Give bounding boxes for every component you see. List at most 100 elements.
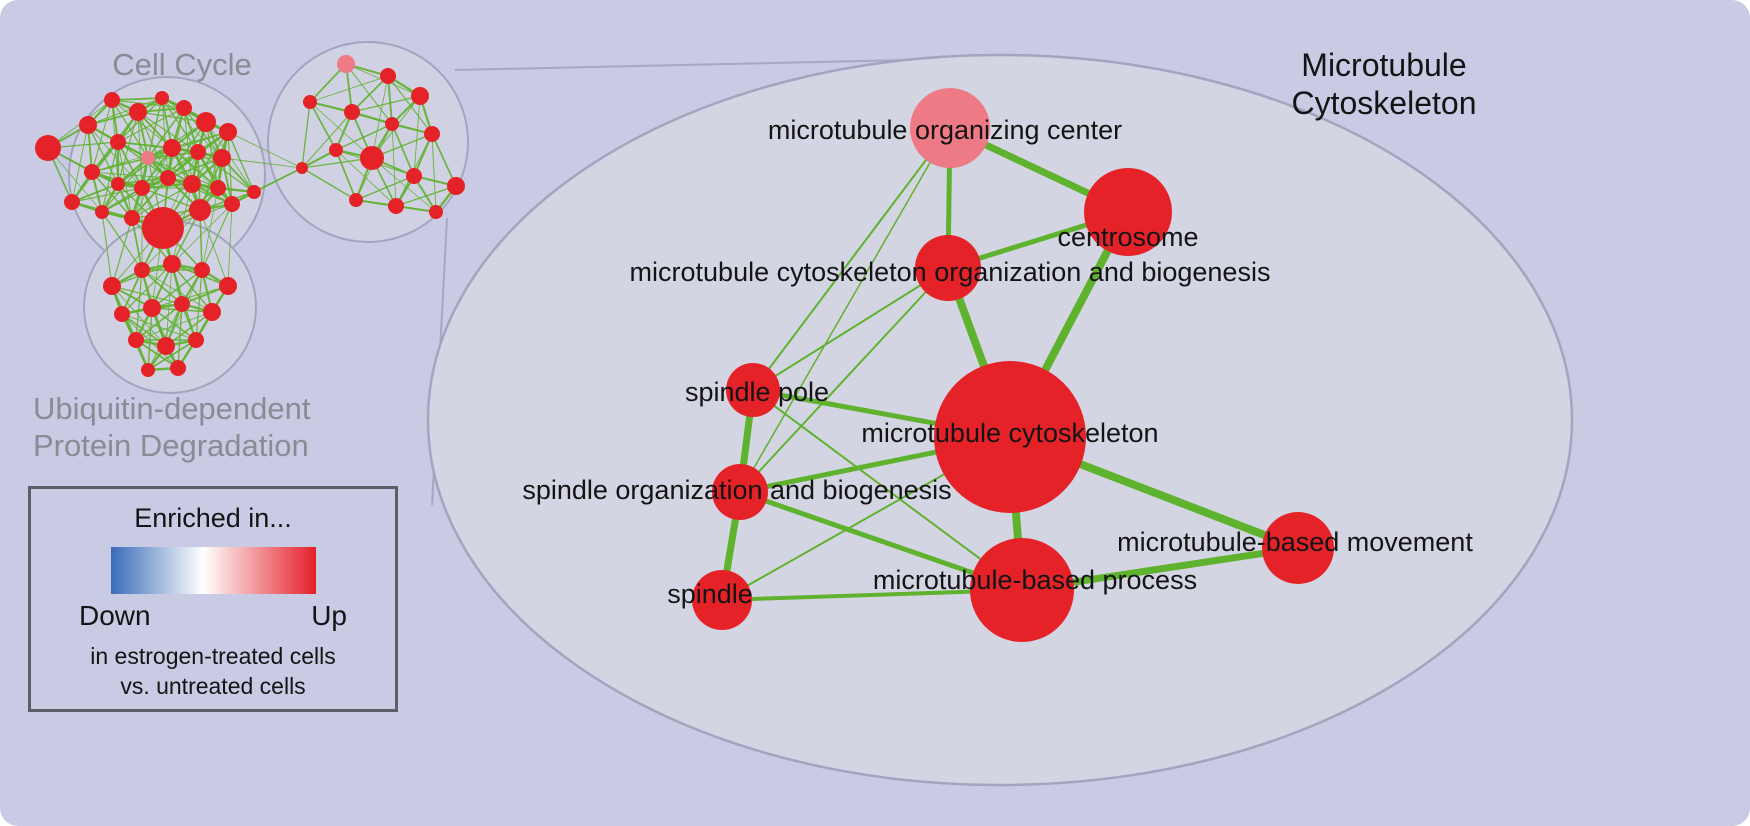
mini-node[interactable] xyxy=(388,198,404,214)
mini-edge xyxy=(111,97,163,101)
mini-node[interactable] xyxy=(104,92,120,108)
mini-node[interactable] xyxy=(174,296,190,312)
mini-node[interactable] xyxy=(176,100,192,116)
mini-edge xyxy=(171,131,229,149)
mini-edge xyxy=(391,123,397,207)
mini-node[interactable] xyxy=(329,143,343,157)
mini-node[interactable] xyxy=(337,55,355,73)
mini-node[interactable] xyxy=(142,207,184,249)
mini-node[interactable] xyxy=(163,139,181,157)
mini-edge xyxy=(167,157,223,179)
mini-node[interactable] xyxy=(110,134,126,150)
mini-node[interactable] xyxy=(155,91,169,105)
mini-node[interactable] xyxy=(141,363,155,377)
mini-node[interactable] xyxy=(360,146,384,170)
mini-node[interactable] xyxy=(157,337,175,355)
node-microtubule_cytoskeleton[interactable] xyxy=(934,361,1086,513)
mini-node[interactable] xyxy=(344,104,360,120)
mini-node[interactable] xyxy=(64,194,80,210)
mini-edge xyxy=(391,123,415,177)
mini-node[interactable] xyxy=(134,180,150,196)
edge-spindle_pole--mt_based_process xyxy=(752,389,1023,591)
mini-node[interactable] xyxy=(296,162,308,174)
mini-node[interactable] xyxy=(124,210,140,226)
mini-node[interactable] xyxy=(189,199,211,221)
cluster-label-cell-cycle: Cell Cycle xyxy=(112,47,252,82)
mini-edge xyxy=(413,95,421,177)
mini-edge xyxy=(351,75,389,113)
legend-gradient-bar xyxy=(110,547,316,594)
mini-node[interactable] xyxy=(196,112,216,132)
mini-node[interactable] xyxy=(129,103,147,121)
mini-node[interactable] xyxy=(224,196,240,212)
mini-edge xyxy=(351,95,421,113)
mini-node[interactable] xyxy=(163,255,181,273)
mini-node[interactable] xyxy=(128,332,144,348)
mini-node[interactable] xyxy=(406,168,422,184)
mini-node[interactable] xyxy=(134,262,150,278)
mini-edge xyxy=(111,99,185,109)
mini-node[interactable] xyxy=(303,95,317,109)
node-mt_based_process[interactable] xyxy=(970,538,1074,642)
mini-edge xyxy=(121,263,173,315)
legend: Enriched in... Down Up in estrogen-treat… xyxy=(28,486,398,712)
mini-node[interactable] xyxy=(424,126,440,142)
node-label-microtubule_cytoskeleton: microtubule cytoskeleton xyxy=(861,418,1158,448)
mini-edge xyxy=(137,111,143,189)
mini-node[interactable] xyxy=(380,68,396,84)
cluster-label-microtubule-line2: Cytoskeleton xyxy=(1291,85,1477,121)
mini-edge xyxy=(199,209,229,287)
mini-node[interactable] xyxy=(103,277,121,295)
node-spindle_pole[interactable] xyxy=(726,363,780,417)
legend-caption-line1: in estrogen-treated cells xyxy=(90,643,336,669)
mini-node[interactable] xyxy=(35,135,61,161)
mini-node[interactable] xyxy=(114,306,130,322)
edge-microtubule_organizing_center--spindle_pole xyxy=(752,127,951,391)
mini-node[interactable] xyxy=(141,151,155,165)
node-spindle_org[interactable] xyxy=(712,464,768,520)
mini-node[interactable] xyxy=(210,180,226,196)
mini-edge xyxy=(371,157,437,213)
mini-node[interactable] xyxy=(84,164,100,180)
mini-node[interactable] xyxy=(79,116,97,134)
node-mt_cytoskeleton_org[interactable] xyxy=(915,235,981,301)
mini-edge xyxy=(221,157,303,169)
mini-node[interactable] xyxy=(188,332,204,348)
mini-edge xyxy=(227,203,233,287)
mini-node[interactable] xyxy=(447,177,465,195)
mini-edge xyxy=(335,149,397,207)
mini-node[interactable] xyxy=(385,117,399,131)
mini-node[interactable] xyxy=(411,87,429,105)
mini-node[interactable] xyxy=(349,193,363,207)
node-centrosome[interactable] xyxy=(1084,168,1172,256)
mini-node[interactable] xyxy=(194,262,210,278)
legend-down-label: Down xyxy=(79,600,151,631)
mini-node[interactable] xyxy=(183,175,201,193)
mini-edge xyxy=(183,107,193,185)
node-microtubule_organizing_center[interactable] xyxy=(910,88,990,168)
mini-edge xyxy=(111,99,173,149)
mini-edge xyxy=(227,131,255,193)
mini-node[interactable] xyxy=(219,277,237,295)
mini-edge xyxy=(171,203,233,265)
mini-edge xyxy=(197,151,233,205)
mini-edge xyxy=(117,107,185,143)
mini-node[interactable] xyxy=(170,360,186,376)
mini-node[interactable] xyxy=(203,303,221,321)
mini-node[interactable] xyxy=(219,123,237,141)
mini-node[interactable] xyxy=(111,177,125,191)
mini-node[interactable] xyxy=(190,144,206,160)
mini-node[interactable] xyxy=(429,205,443,219)
node-spindle[interactable] xyxy=(692,570,752,630)
mini-edge xyxy=(131,177,169,219)
mini-node[interactable] xyxy=(160,170,176,186)
mini-node[interactable] xyxy=(247,185,261,199)
mini-node[interactable] xyxy=(95,205,109,219)
mini-edge xyxy=(117,147,173,185)
mini-node[interactable] xyxy=(213,149,231,167)
cluster-label-microtubule-line1: Microtubule xyxy=(1301,47,1467,83)
mini-edge xyxy=(309,101,337,151)
mini-node[interactable] xyxy=(143,299,161,317)
node-mt_based_movement[interactable] xyxy=(1262,512,1334,584)
